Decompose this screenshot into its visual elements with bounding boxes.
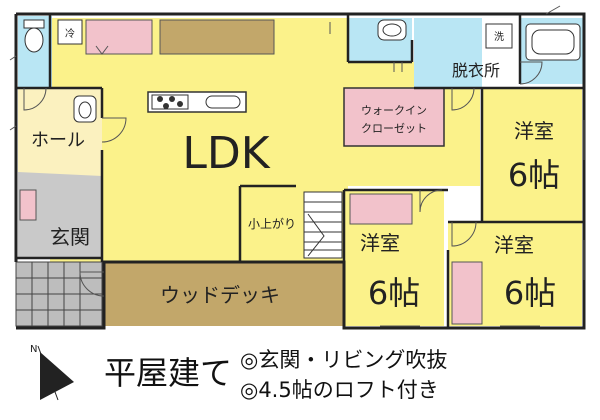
fridge-mark: 冷 — [65, 27, 75, 40]
wood-deck-floor — [104, 262, 344, 326]
loft-access-label: 小上がり — [248, 216, 296, 231]
bedroom-right-bottom-name: 洋室 — [494, 233, 534, 257]
genkan-label: 玄関 — [50, 225, 90, 249]
wood-deck-label: ウッドデッキ — [160, 283, 280, 307]
kitchen-counter — [147, 91, 247, 113]
ldk-label: LDK — [182, 128, 270, 179]
window-marks — [9, 5, 585, 327]
closet-center — [349, 193, 413, 225]
walk-in-closet-floor — [343, 87, 445, 147]
exterior-walls — [14, 12, 586, 330]
bedroom-center-name: 洋室 — [360, 231, 400, 255]
caption-title: 平屋建て — [104, 354, 233, 392]
dressing-room-label: 脱衣所 — [452, 61, 500, 80]
svg-text:N: N — [30, 344, 37, 355]
bedroom-center-size: 6帖 — [368, 274, 420, 312]
dressing-room-floor — [414, 18, 482, 88]
interior-walls — [16, 14, 584, 328]
bedroom-right-bottom-size: 6帖 — [504, 274, 556, 312]
toilet — [23, 19, 45, 53]
bedroom-right-top-name: 洋室 — [514, 119, 554, 143]
caption-feature-2: ◎4.5帖のロフト付き — [240, 378, 439, 402]
washer-box — [485, 23, 513, 49]
shelf-top — [159, 19, 275, 55]
closet-right-bottom — [451, 261, 483, 325]
bathtub — [525, 23, 581, 61]
caption-feature-1: ◎玄関・リビング吹抜 — [240, 348, 448, 372]
walk-in-closet-label-1: ウォークイン — [361, 104, 427, 117]
shoe-closet — [19, 189, 37, 221]
washer-mark: 洗 — [494, 31, 504, 43]
storage-top-left — [85, 19, 153, 55]
bedroom-right-top-floor — [482, 88, 582, 222]
bedroom-right-top-size: 6帖 — [508, 156, 560, 194]
walk-in-closet-label-2: クローゼット — [361, 122, 427, 135]
hall-basin — [73, 95, 97, 123]
compass-icon: N — [30, 344, 74, 401]
hall-label: ホール — [31, 130, 85, 151]
genkan-floor — [18, 172, 102, 258]
stairs — [303, 191, 343, 259]
fridge-box — [57, 19, 83, 45]
wash-basin — [377, 19, 407, 41]
door-arcs — [23, 22, 543, 297]
